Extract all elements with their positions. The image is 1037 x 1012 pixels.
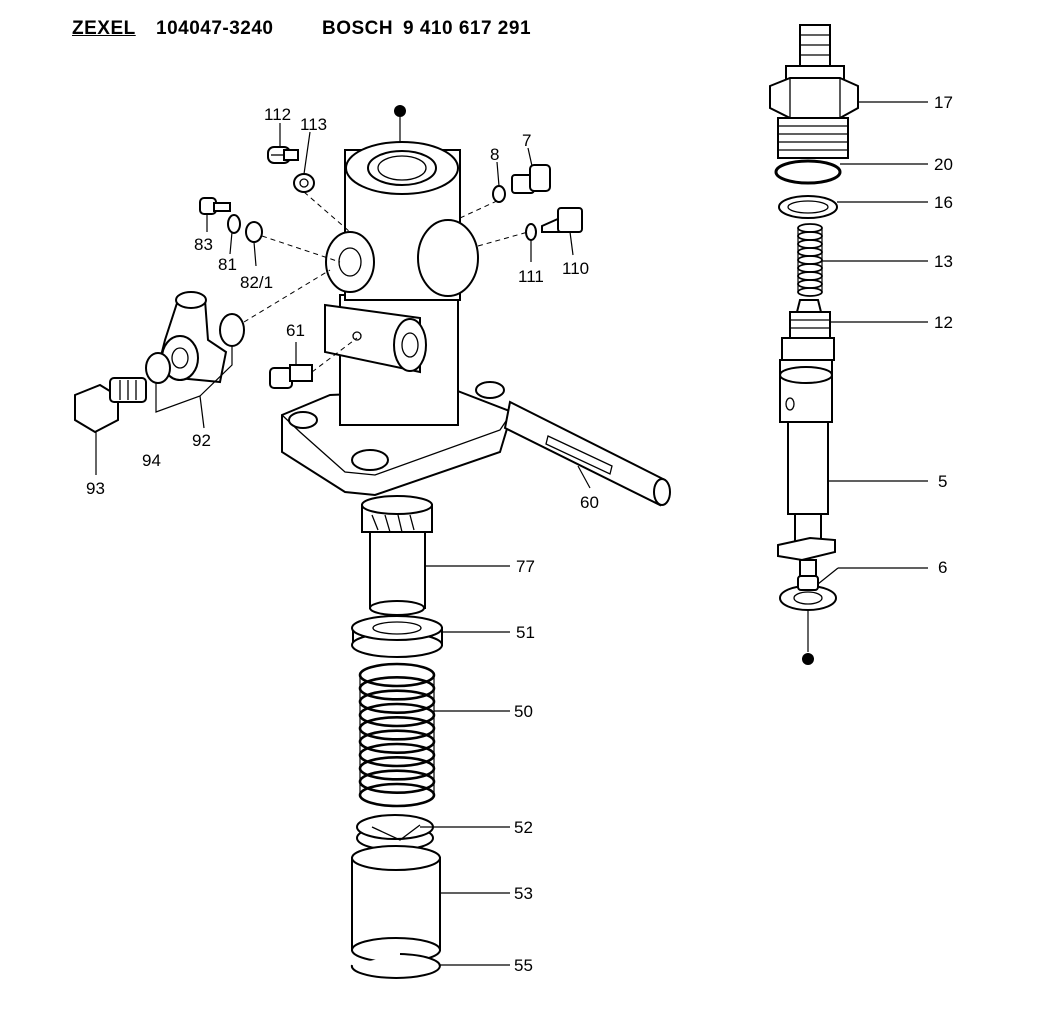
o-ring-20 xyxy=(774,159,842,185)
callout-52: 52 xyxy=(514,818,533,837)
bosch-part-number: 9 410 617 291 xyxy=(403,18,532,39)
banjo-bolt-93 xyxy=(74,377,147,434)
brand-bosch: BOSCH xyxy=(322,18,394,39)
callout-111: 111 xyxy=(518,267,544,286)
washer-111 xyxy=(525,223,537,241)
callout-94: 94 xyxy=(142,451,161,470)
callout-50: 50 xyxy=(514,702,533,721)
washer-92-right xyxy=(219,313,245,347)
callout-113: 113 xyxy=(300,115,327,134)
washer-113 xyxy=(293,173,315,193)
spring-coil xyxy=(358,769,436,794)
washer-94 xyxy=(145,352,171,384)
callout-16: 16 xyxy=(934,193,953,212)
spring-coil xyxy=(358,782,436,808)
valve-spring-13 xyxy=(797,223,823,297)
washer-8 xyxy=(492,185,506,203)
callout-82-1: 82/1 xyxy=(240,273,273,292)
spring-coil xyxy=(797,255,823,265)
callout-112: 112 xyxy=(264,105,291,124)
spring-coil xyxy=(358,729,436,754)
callout-81: 81 xyxy=(218,255,237,274)
lower-seat-6 xyxy=(779,575,837,611)
screw-112 xyxy=(267,146,299,164)
callout-8: 8 xyxy=(490,145,499,164)
spring-coil xyxy=(797,263,823,273)
delivery-valve-holder-17 xyxy=(769,24,859,159)
callout-110: 110 xyxy=(562,259,589,278)
gasket-16 xyxy=(778,195,838,219)
callout-93: 93 xyxy=(86,479,105,498)
washer-81 xyxy=(227,214,241,234)
spring-seat-52 xyxy=(356,814,434,851)
pump-body xyxy=(281,141,514,497)
callout-13: 13 xyxy=(934,252,953,271)
spring-coil xyxy=(358,676,436,701)
callout-51: 51 xyxy=(516,623,535,642)
center-marker-bottom xyxy=(802,653,814,665)
spring-coil xyxy=(358,756,436,781)
control-sleeve-77 xyxy=(361,495,433,616)
leader-lines xyxy=(95,101,928,966)
plunger-barrel-5 xyxy=(777,359,836,583)
callout-83: 83 xyxy=(194,235,213,254)
callout-labels: 112 113 7 8 83 81 82/1 111 110 61 93 94 … xyxy=(86,93,953,975)
banjo-fitting-92 xyxy=(158,291,228,384)
callout-20: 20 xyxy=(934,155,953,174)
callout-6: 6 xyxy=(938,558,947,577)
callout-53: 53 xyxy=(514,884,533,903)
spring-coil xyxy=(358,689,436,714)
screw-83 xyxy=(199,197,231,215)
spring-coil xyxy=(797,247,823,257)
spring-coil xyxy=(358,702,436,728)
callout-61: 61 xyxy=(286,321,305,340)
spring-coil xyxy=(797,287,823,297)
spring-coil xyxy=(358,662,436,688)
spring-coil xyxy=(797,279,823,289)
spring-coil xyxy=(797,271,823,281)
spring-coil xyxy=(358,742,436,768)
callout-77: 77 xyxy=(516,557,535,576)
callout-12: 12 xyxy=(934,313,953,332)
callout-5: 5 xyxy=(938,472,947,491)
callout-17: 17 xyxy=(934,93,953,112)
callout-55: 55 xyxy=(514,956,533,975)
callout-92: 92 xyxy=(192,431,211,450)
spring-coil xyxy=(797,223,823,233)
tappet-53 xyxy=(351,845,441,963)
control-rack xyxy=(503,400,671,507)
callout-60: 60 xyxy=(580,493,599,512)
snap-ring-55 xyxy=(350,953,441,979)
spring-coil xyxy=(358,716,436,741)
spring-seat-51 xyxy=(351,615,443,658)
callout-7: 7 xyxy=(522,131,531,150)
delivery-valve-12 xyxy=(781,299,835,361)
plunger-spring-50 xyxy=(358,662,436,808)
washer-82 xyxy=(245,221,263,243)
screw-61 xyxy=(269,364,313,389)
center-marker-top xyxy=(394,105,406,117)
zexel-part-number: 104047-3240 xyxy=(156,18,274,39)
brand-zexel: ZEXEL xyxy=(72,18,136,39)
spring-coil xyxy=(797,231,823,241)
fitting-7 xyxy=(511,164,551,194)
screw-110 xyxy=(541,207,583,233)
spring-coil xyxy=(797,239,823,249)
